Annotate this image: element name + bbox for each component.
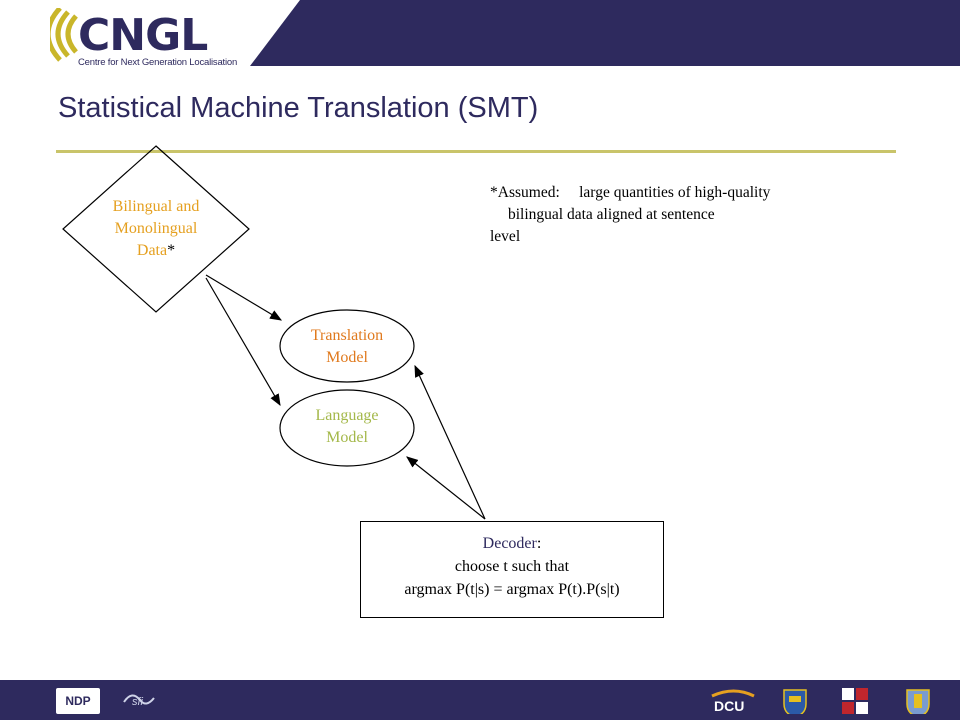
header-band: [0, 0, 960, 66]
ndp-logo-text: NDP: [65, 694, 91, 708]
logo-tagline: Centre for Next Generation Localisation: [78, 57, 238, 68]
tcd-crest-icon: [906, 689, 930, 714]
decoder-box: [360, 521, 664, 618]
data-diamond: [62, 145, 250, 313]
sfi-logo-text: sfi: [132, 696, 143, 708]
diamond-label-line1: Bilingual and: [112, 198, 200, 215]
diamond-asterisk: *: [167, 242, 176, 259]
decoder-label: Decoder: choose t such that argmax P(t|s…: [360, 532, 664, 601]
language-model-ellipse: [279, 389, 415, 467]
signal-waves-icon: [50, 8, 78, 62]
diamond-data-word: Data: [136, 242, 168, 259]
note-line3: level: [490, 228, 521, 245]
translation-model-label: Translation Model: [282, 325, 412, 369]
sfi-logo: sfi: [118, 688, 158, 714]
arrow-decoder-to-translation-model: [414, 364, 486, 520]
dcu-swoosh-icon: [711, 689, 755, 698]
diamond-label-line3: Data*: [92, 240, 220, 262]
decoder-line3: argmax P(t|s) = argmax P(t).P(s|t): [404, 581, 620, 598]
lm-label-line1: Language: [315, 407, 379, 424]
decoder-line2: choose t such that: [454, 558, 570, 575]
translation-model-ellipse: [279, 309, 415, 383]
logo-wordmark: CNGL: [78, 10, 208, 61]
header-background: [250, 0, 960, 66]
dcu-logo: DCU: [710, 688, 756, 714]
trinity-crest-icon: [842, 688, 868, 714]
tm-label-line1: Translation: [310, 327, 384, 344]
slide-title: Statistical Machine Translation (SMT): [58, 92, 539, 124]
arrow-data-to-translation-model: [205, 274, 283, 321]
assumption-note: *Assumed: large quantities of high-quali…: [490, 182, 890, 248]
tm-label-line2: Model: [326, 349, 368, 366]
sfi-swirl-icon: [123, 694, 155, 705]
cngl-logo: CNGL Centre for Next Generation Localisa…: [50, 8, 250, 68]
decoder-title: Decoder: [482, 535, 537, 552]
ucd-crest-icon: [783, 689, 807, 714]
diamond-label-line2: Monolingual: [114, 220, 198, 237]
decoder-colon: :: [536, 535, 542, 552]
dcu-logo-text: DCU: [714, 698, 745, 714]
decoder-line1: Decoder:: [360, 532, 664, 555]
note-line1: *Assumed: large quantities of high-quali…: [490, 184, 771, 201]
arrow-data-to-language-model: [205, 277, 281, 407]
language-model-label: Language Model: [282, 405, 412, 449]
lm-label-line2: Model: [326, 429, 368, 446]
arrow-decoder-to-language-model: [406, 456, 486, 520]
note-line2: bilingual data aligned at sentence: [508, 206, 715, 223]
title-underline: [56, 150, 896, 153]
ndp-logo: NDP: [56, 688, 100, 714]
data-diamond-label: Bilingual and Monolingual Data*: [92, 196, 220, 262]
